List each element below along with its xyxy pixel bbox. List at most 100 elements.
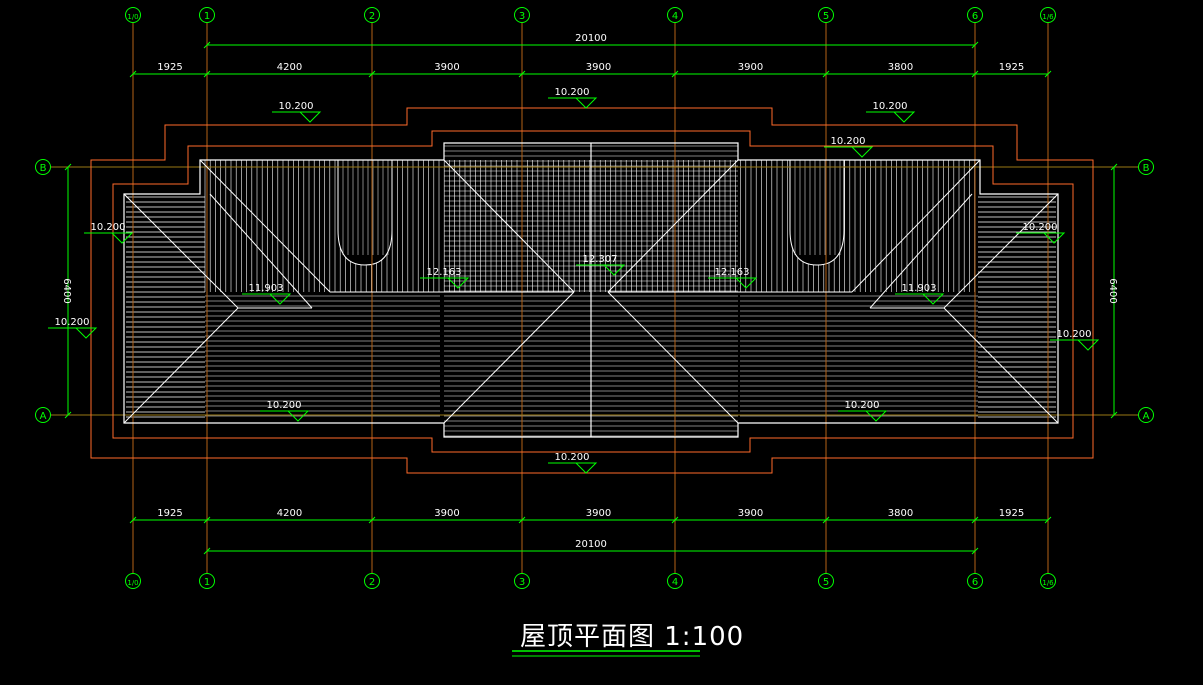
elevation-marker: 12.307 — [576, 254, 626, 276]
axis-label: 2 — [369, 577, 375, 588]
dimension-tick — [971, 41, 979, 49]
axis-label: B — [40, 163, 47, 174]
axis-label: 2 — [369, 11, 375, 22]
elevation-marker: 10.200 — [548, 87, 598, 109]
axis-bubble — [1040, 7, 1056, 23]
elevation-value: 10.200 — [555, 452, 590, 463]
axis-bubble — [514, 573, 530, 589]
dimension-tick — [368, 516, 376, 524]
valley-line — [199, 159, 331, 293]
axis-bubble — [514, 7, 530, 23]
dimension-tick — [203, 516, 211, 524]
dimension-value: 3800 — [888, 62, 913, 73]
elevation-triangle — [921, 293, 945, 305]
elevation-triangle — [74, 327, 98, 339]
axis-bubble — [818, 573, 834, 589]
elevation-triangle — [602, 264, 626, 276]
axis-label: 1 — [204, 11, 210, 22]
elevation-marker: 10.200 — [48, 317, 98, 339]
dimension-value: 4200 — [277, 508, 302, 519]
dimension-tick — [368, 70, 376, 78]
dimension-tick — [1110, 411, 1118, 419]
elevation-triangle — [286, 410, 310, 422]
elevation-value: 12.163 — [715, 267, 750, 278]
dimension-tick — [971, 516, 979, 524]
elevation-value: 10.200 — [845, 400, 880, 411]
hip-line — [123, 307, 239, 424]
axis-label: 4 — [672, 577, 678, 588]
elevation-triangle — [574, 97, 598, 109]
axis-bubble — [199, 7, 215, 23]
dimension-value: 1925 — [157, 62, 182, 73]
axis-bubble — [1040, 573, 1056, 589]
elevation-triangle — [574, 462, 598, 474]
elevation-triangle — [268, 293, 292, 305]
elevation-marker: 12.163 — [708, 267, 758, 289]
hip-line — [443, 159, 575, 293]
axis-label: 3 — [519, 577, 525, 588]
axis-label: 1/0 — [127, 579, 138, 587]
elevation-marker: 10.200 — [1050, 329, 1100, 351]
elevation-value: 12.163 — [427, 267, 462, 278]
elevation-marker: 10.200 — [866, 101, 916, 123]
elevation-value: 10.200 — [55, 317, 90, 328]
drawing-title: 屋顶平面图 1:100 — [520, 622, 745, 652]
elevation-marker: 10.200 — [824, 136, 874, 158]
axis-label: 5 — [823, 577, 829, 588]
dimension-tick — [1044, 516, 1052, 524]
elevation-value: 10.200 — [831, 136, 866, 147]
dimension-tick — [64, 411, 72, 419]
elevation-value: 10.200 — [1023, 222, 1058, 233]
inner-eave — [112, 130, 1074, 453]
axis-bubble — [1138, 407, 1154, 423]
elevation-triangle — [1076, 339, 1100, 351]
dimension-tick — [129, 516, 137, 524]
elevation-triangle — [734, 277, 758, 289]
axis-bubble — [667, 7, 683, 23]
axis-bubble — [667, 573, 683, 589]
dimension-value: 1925 — [999, 62, 1024, 73]
dimension-tick — [518, 516, 526, 524]
elevation-triangle — [864, 410, 888, 422]
axis-bubble — [364, 7, 380, 23]
elevation-value: 10.200 — [1057, 329, 1092, 340]
axis-label: 6 — [972, 577, 978, 588]
valley-line — [851, 159, 981, 293]
elevation-marker: 10.200 — [272, 101, 322, 123]
hip-line — [943, 193, 1059, 309]
axis-label: A — [40, 411, 47, 422]
valley-line — [869, 193, 973, 309]
axis-bubble — [967, 573, 983, 589]
dimension-tick — [971, 70, 979, 78]
elevation-value: 11.903 — [249, 283, 284, 294]
eave-outline — [90, 107, 1094, 474]
elevation-marker: 10.200 — [84, 222, 134, 244]
dimension-value: 3900 — [738, 508, 763, 519]
elevation-triangle — [892, 111, 916, 123]
hip-line — [123, 193, 239, 309]
elevation-marker: 10.200 — [260, 400, 310, 422]
dimension-tick — [518, 70, 526, 78]
elevation-triangle — [1042, 232, 1066, 244]
dimension-tick — [822, 70, 830, 78]
elevation-value: 10.200 — [91, 222, 126, 233]
axis-label: 6 — [972, 11, 978, 22]
dimension-value: 1925 — [157, 508, 182, 519]
dimension-depth: 6400 — [1107, 278, 1118, 303]
elevation-value: 10.200 — [279, 101, 314, 112]
axis-bubble — [364, 573, 380, 589]
axis-bubble — [125, 7, 141, 23]
elevation-value: 11.903 — [902, 283, 937, 294]
axis-label: 1/6 — [1042, 13, 1054, 21]
dimension-tick — [822, 516, 830, 524]
elevation-value: 10.200 — [555, 87, 590, 98]
elevation-value: 12.307 — [583, 254, 618, 265]
dimension-tick — [1110, 163, 1118, 171]
elevation-marker: 11.903 — [242, 283, 292, 305]
elevation-value: 10.200 — [267, 400, 302, 411]
dimension-tick — [971, 547, 979, 555]
axis-label: B — [1143, 163, 1150, 174]
